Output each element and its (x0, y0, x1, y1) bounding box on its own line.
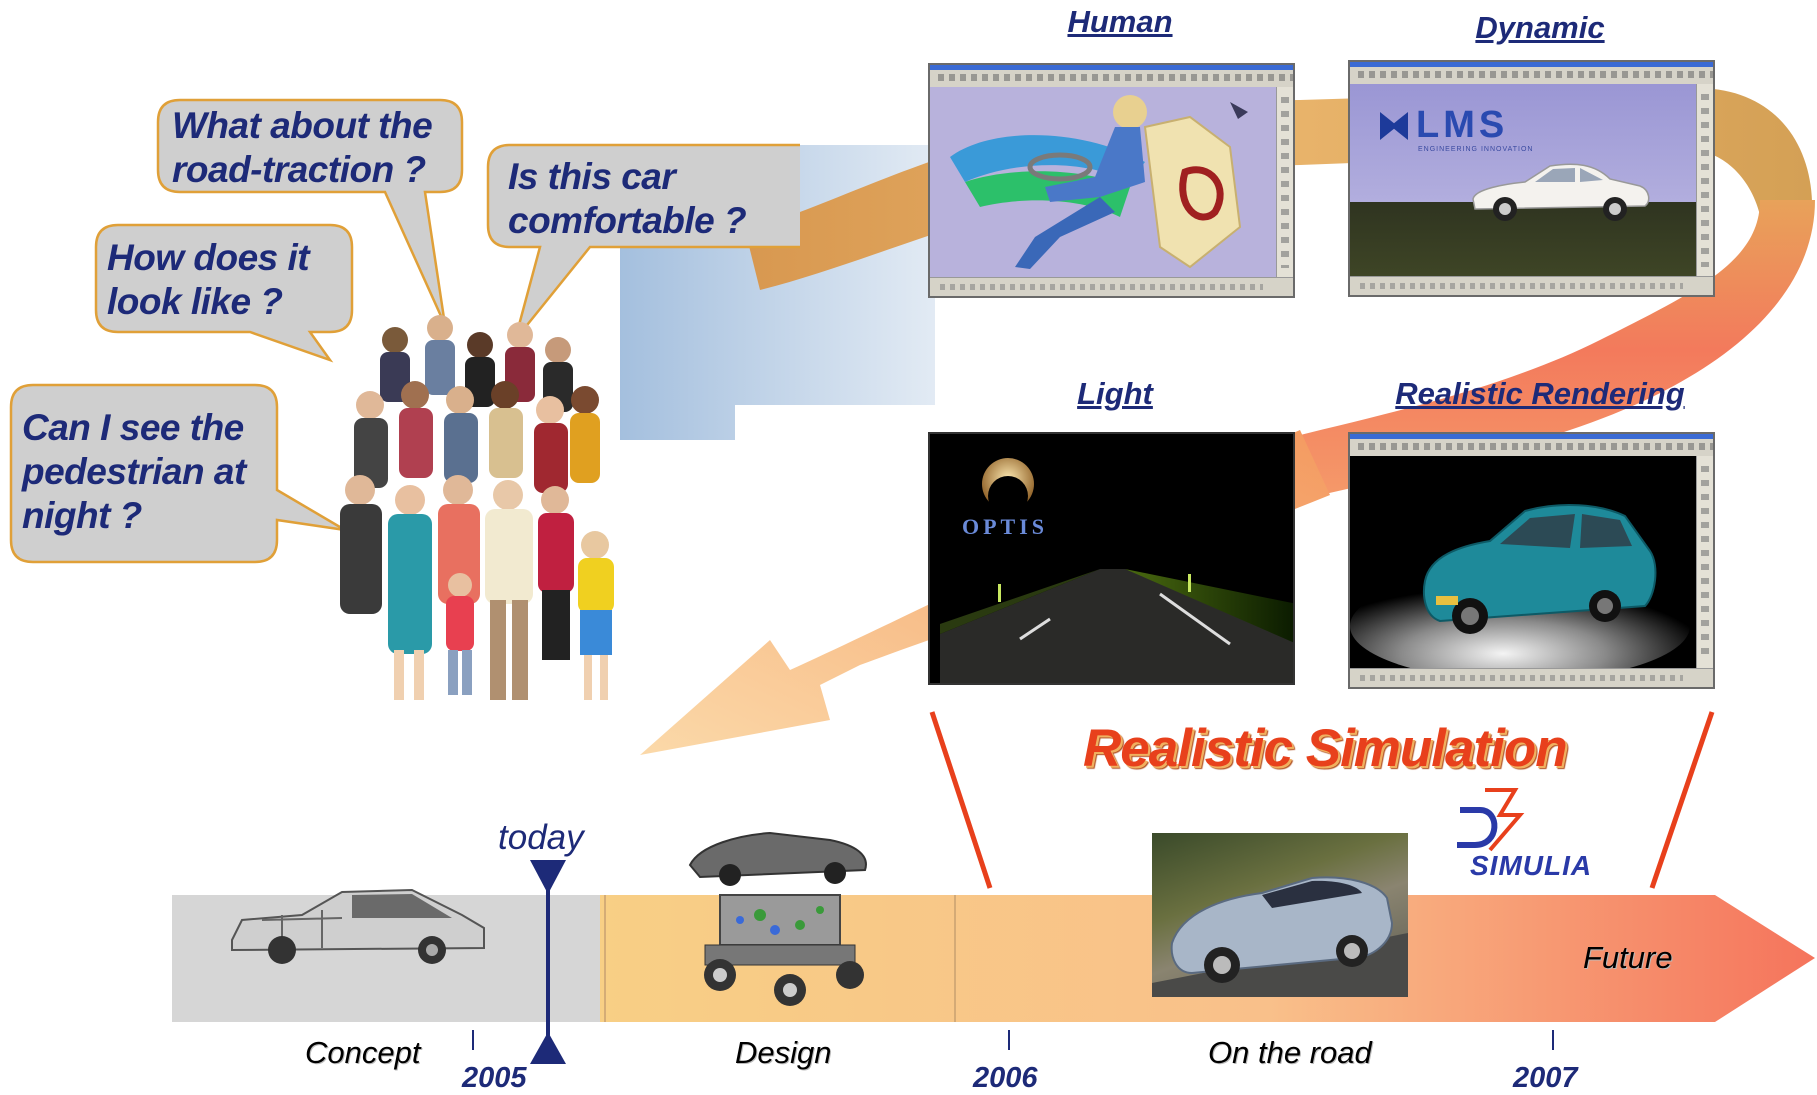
window-toolbar-right (1276, 87, 1293, 278)
concept-car-illustration (231, 888, 485, 964)
year-tick-2005 (472, 1030, 474, 1050)
panel-dynamic-screenshot: LMS ENGINEERING INNOVATION (1348, 60, 1715, 297)
year-tick-2006 (1008, 1030, 1010, 1050)
year-label-2006: 2006 (973, 1062, 1038, 1094)
lms-logo: LMS (1416, 104, 1509, 146)
simulia-logo: SIMULIA (1470, 850, 1593, 881)
red-connector-right (1649, 711, 1715, 889)
dynamic-car (1472, 163, 1650, 221)
bubble-night: Can I see the pedestrian at night ? (22, 407, 246, 536)
speech-bubble-shapes (9, 98, 800, 564)
window-toolbar-right (1696, 84, 1713, 277)
year-label-2005: 2005 (462, 1062, 527, 1094)
panel-human-screenshot (928, 63, 1295, 298)
stage-label-on-the-road: On the road (1208, 1035, 1372, 1070)
stage-label-design: Design (735, 1035, 832, 1070)
panel-rendering-screenshot (1348, 432, 1715, 689)
simulia-logo-mark (1457, 788, 1525, 852)
window-title-bar (1350, 62, 1713, 85)
optis-logo: OPTIS (962, 514, 1049, 539)
panel-light-screenshot: OPTIS (928, 432, 1295, 685)
bubble-comfort: Is this car comfortable ? (508, 156, 747, 241)
human-ergonomics-illustration (930, 87, 1280, 282)
window-title-bar (1350, 434, 1713, 457)
lms-tagline: ENGINEERING INNOVATION (1418, 146, 1534, 153)
crowd-middle-row (354, 381, 600, 493)
window-toolbar-right (1696, 456, 1713, 669)
panel-title-rendering: Realistic Rendering (1395, 376, 1685, 411)
today-marker (530, 860, 566, 1064)
panel-title-human: Human (1067, 4, 1173, 39)
window-title-bar (930, 65, 1293, 88)
window-status-bar (930, 277, 1293, 296)
on-the-road-photo (1152, 833, 1408, 997)
red-connector-left (929, 711, 993, 889)
crowd-illustration (340, 315, 614, 700)
window-status-bar (1350, 668, 1713, 687)
stage-label-concept: Concept (305, 1035, 421, 1070)
swoosh-right (1280, 200, 1815, 500)
panel-title-dynamic: Dynamic (1475, 10, 1605, 45)
window-status-bar (1350, 276, 1713, 295)
design-car-illustration (688, 831, 867, 1006)
stage-label-future: Future (1583, 940, 1673, 975)
headline-realistic-simulation: Realistic Simulation (1083, 719, 1568, 778)
year-label-2007: 2007 (1513, 1062, 1578, 1094)
year-tick-2007 (1552, 1030, 1554, 1050)
dynamic-road (1350, 202, 1700, 280)
bubble-road-traction: What about the road-traction ? (172, 105, 433, 190)
bubble-look: How does it look like ? (107, 237, 310, 322)
night-road-illustration (940, 458, 1293, 683)
crowd-front-row (340, 475, 614, 700)
panel-title-light: Light (1077, 376, 1153, 411)
sports-car-illustration (1152, 876, 1408, 997)
today-label: today (498, 818, 584, 857)
rendered-car-illustration (1350, 456, 1700, 673)
